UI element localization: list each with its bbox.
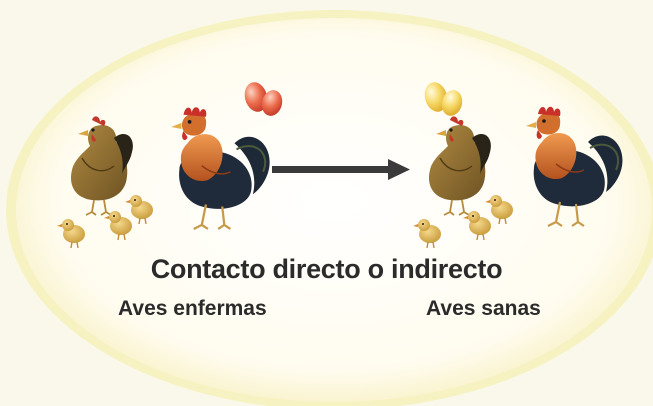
background-ellipse — [6, 10, 653, 406]
main-caption: Contacto directo o indirecto — [150, 254, 503, 284]
sick-birds-label: Aves enfermas — [118, 297, 267, 320]
healthy-birds-label: Aves sanas — [426, 297, 541, 320]
arrow-right-icon — [272, 159, 410, 180]
